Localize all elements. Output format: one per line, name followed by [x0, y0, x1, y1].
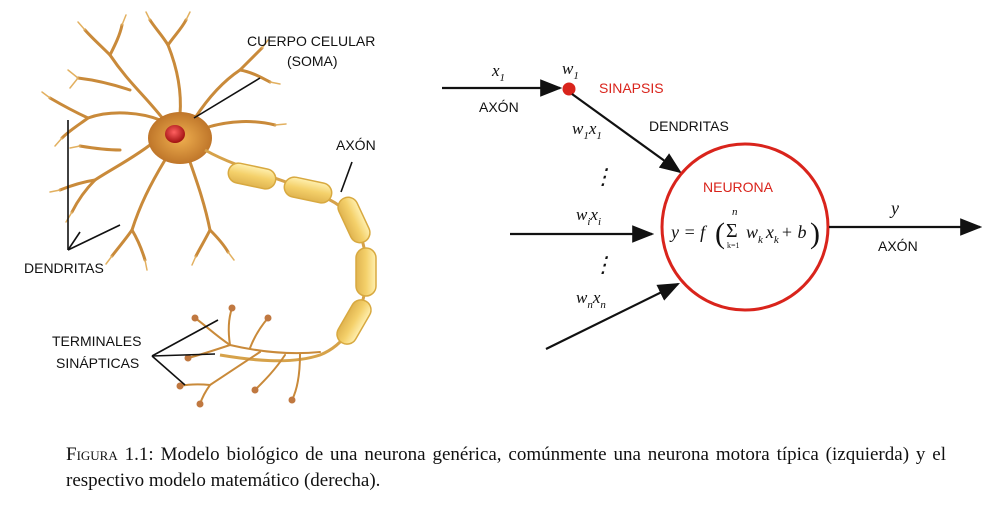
dendrite-arrow-n [545, 283, 680, 350]
vdots-upper: ⋮ [592, 164, 614, 189]
figure-caption: Figura 1.1: Modelo biológico de una neur… [66, 442, 946, 494]
sum-symbol: Σ [726, 220, 738, 242]
sum-upper-limit: n [732, 206, 738, 218]
soma-label-line2: (SOMA) [287, 53, 338, 69]
figure: CUERPO CELULAR (SOMA) AXÓN DENDRITAS TER… [24, 11, 983, 408]
dendrites-model-label: DENDRITAS [649, 118, 729, 134]
x1-label: x1 [491, 61, 505, 84]
caption-text: Modelo biológico de una neurona genérica… [66, 444, 947, 491]
y-output-label: y [889, 198, 899, 218]
vdots-lower: ⋮ [592, 252, 614, 277]
dendrites-label: DENDRITAS [24, 260, 104, 276]
formula-paren-right: ) [810, 217, 820, 250]
synapse-dot [562, 82, 576, 96]
w1-label: w1 [562, 59, 579, 82]
formula-left: y = f [669, 222, 708, 242]
nucleus [165, 125, 185, 143]
dendrite-arrow-1 [571, 93, 682, 174]
synapse-label: SINAPSIS [599, 80, 664, 96]
axon-label: AXÓN [336, 137, 376, 153]
wnxn-label: wnxn [576, 288, 606, 311]
sum-lower-limit: k=1 [727, 241, 740, 250]
w1x1-label: w1x1 [572, 119, 602, 142]
wixi-label: wixi [576, 205, 601, 228]
axon-out-label: AXÓN [878, 238, 918, 254]
neuron-circle [660, 142, 830, 312]
dendrite-fine-branches [41, 11, 287, 271]
synaptic-terminals [179, 307, 321, 405]
figure-svg: CUERPO CELULAR (SOMA) AXÓN DENDRITAS TER… [24, 11, 983, 408]
biological-neuron: CUERPO CELULAR (SOMA) AXÓN DENDRITAS TER… [24, 11, 377, 408]
formula-paren-left: ( [715, 217, 725, 250]
dendrite-branches [48, 18, 277, 262]
terminals-label-line1: TERMINALES [52, 333, 141, 349]
neuron-label: NEURONA [703, 179, 774, 195]
myelin-sheaths [227, 162, 377, 345]
bio-pointer-lines [67, 77, 353, 386]
axon-in-label: AXÓN [479, 99, 519, 115]
terminals-label-line2: SINÁPTICAS [56, 355, 139, 371]
soma-label-line1: CUERPO CELULAR [247, 33, 375, 49]
math-model: x1 AXÓN w1 SINAPSIS w1x1 DENDRITAS ⋮ wix… [442, 59, 983, 350]
caption-label: Figura 1.1: [66, 444, 154, 465]
synaptic-knobs [176, 304, 296, 408]
